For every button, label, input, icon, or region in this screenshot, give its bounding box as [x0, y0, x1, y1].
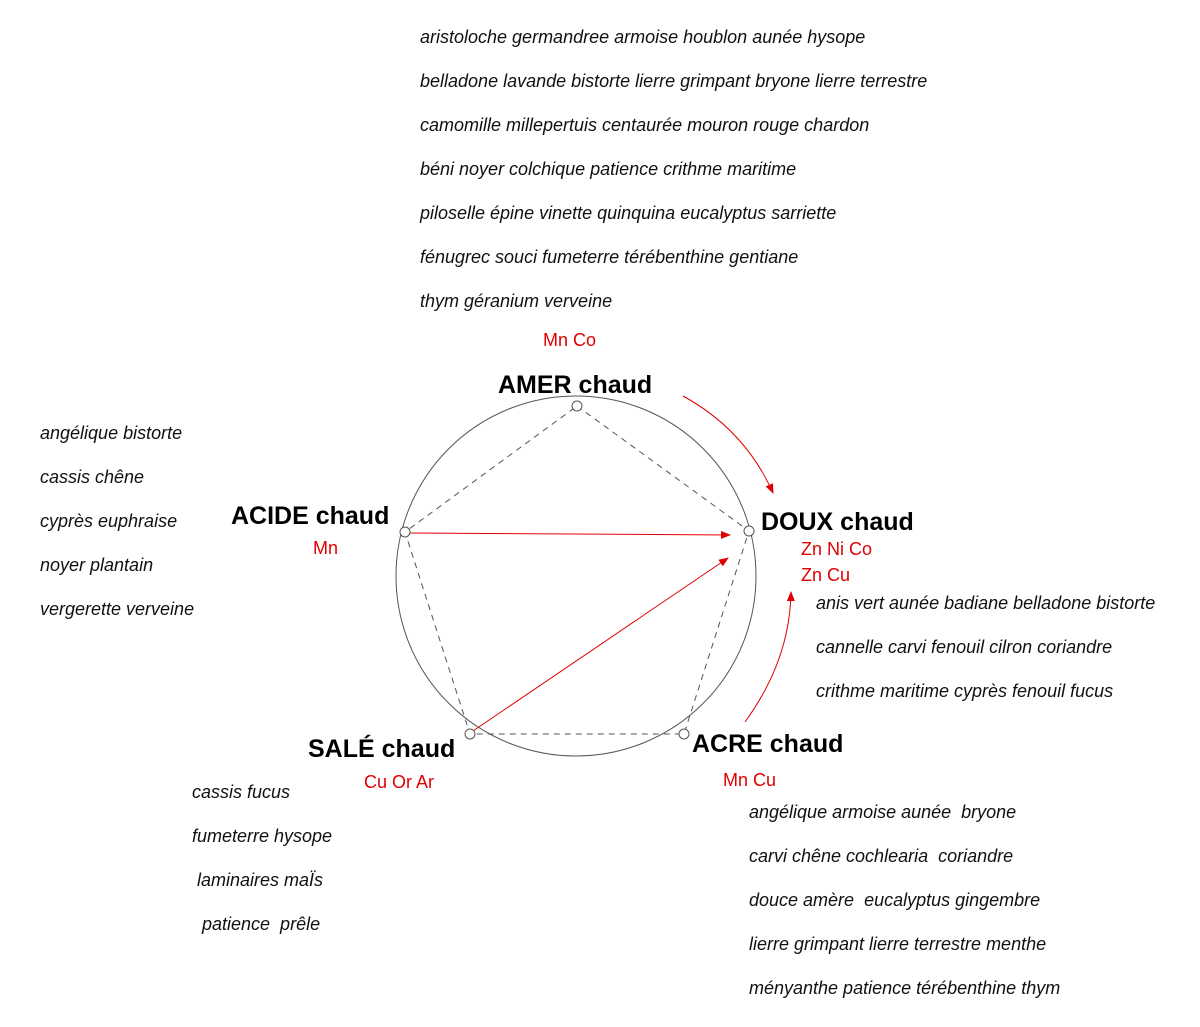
- node-sale-marker: [464, 728, 476, 740]
- plant-list-amer-line: fénugrec souci fumeterre térébenthine ge…: [420, 247, 799, 267]
- plant-list-sale-line: laminaires maÏs: [192, 870, 324, 890]
- node-label-acre: ACRE chaud: [692, 730, 844, 758]
- plant-list-acre-line: lierre grimpant lierre terrestre menthe: [749, 934, 1047, 954]
- arrow-acide-to-doux: [409, 530, 731, 539]
- plant-list-amer-line: belladone lavande bistorte lierre grimpa…: [420, 71, 928, 91]
- plant-list-acre-line: angélique armoise aunée bryone: [749, 802, 1017, 822]
- plant-list-sale-line: patience prêle: [192, 914, 321, 934]
- node-label-doux: DOUX chaud: [761, 508, 914, 536]
- plant-list-amer-line: piloselle épine vinette quinquina eucaly…: [420, 203, 837, 223]
- plant-list-doux-line: crithme maritime cyprès fenouil fucus: [816, 681, 1114, 701]
- plant-list-acide-line: cassis chêne: [40, 467, 145, 487]
- node-label-amer: AMER chaud: [498, 371, 653, 399]
- pentagon-dashed: [404, 405, 750, 735]
- metals-acide: Mn: [313, 538, 339, 558]
- plant-list-acide-line: vergerette verveine: [40, 599, 195, 619]
- metals-amer: Mn Co: [543, 330, 597, 350]
- arrow-sale-to-doux: [469, 557, 729, 734]
- arrow-amer-to-doux: [682, 395, 774, 494]
- metals-acre: Mn Cu: [723, 770, 777, 790]
- plant-list-acre-line: carvi chêne cochlearia coriandre: [749, 846, 1014, 866]
- plant-list-sale-line: fumeterre hysope: [192, 826, 333, 846]
- node-acide-marker: [399, 526, 411, 538]
- arrow-acre-to-doux: [744, 591, 795, 723]
- plant-list-sale-line: cassis fucus: [192, 782, 291, 802]
- plant-list-acre-line: douce amère eucalyptus gingembre: [749, 890, 1041, 910]
- metals-doux: Zn Cu: [801, 565, 851, 585]
- plant-list-doux-line: cannelle carvi fenouil cilron coriandre: [816, 637, 1113, 657]
- outer-circle: [395, 395, 757, 757]
- plant-list-doux-line: anis vert aunée badiane belladone bistor…: [816, 593, 1156, 613]
- plant-list-acide-line: noyer plantain: [40, 555, 154, 575]
- node-label-sale: SALÉ chaud: [308, 735, 456, 763]
- node-amer-marker: [571, 400, 583, 412]
- plant-list-amer-line: aristoloche germandree armoise houblon a…: [420, 27, 866, 47]
- plant-list-amer-line: thym géranium verveine: [420, 291, 613, 311]
- metals-doux: Zn Ni Co: [801, 539, 873, 559]
- plant-list-acide-line: cyprès euphraise: [40, 511, 178, 531]
- plant-list-amer-line: béni noyer colchique patience crithme ma…: [420, 159, 797, 179]
- plant-list-acre-line: ményanthe patience térébenthine thym: [749, 978, 1061, 998]
- node-label-acide: ACIDE chaud: [231, 502, 390, 530]
- plant-list-acide-line: angélique bistorte: [40, 423, 183, 443]
- plant-list-amer-line: camomille millepertuis centaurée mouron …: [420, 115, 870, 135]
- node-doux-marker: [743, 525, 755, 537]
- node-acre-marker: [678, 728, 690, 740]
- metals-sale: Cu Or Ar: [364, 772, 435, 792]
